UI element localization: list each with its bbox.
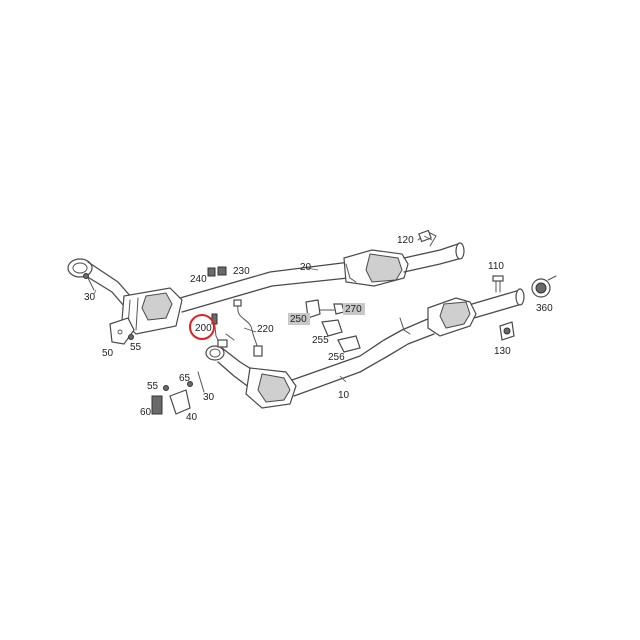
callout-10: 10 [338,390,350,401]
callout-20: 20 [300,262,312,273]
callout-55-left: 55 [130,342,142,353]
callout-labels: 10 20 30 30 40 50 55 55 60 65 110 120 13… [84,235,553,423]
callout-230: 230 [233,266,250,277]
bolt-270 [333,303,345,315]
nut-55-lower [163,385,169,391]
callout-50: 50 [102,348,114,359]
callout-65: 65 [179,373,191,384]
nut-55-left [128,334,134,340]
rubber-ring-130 [499,321,515,341]
highlight-circle-200 [189,314,215,340]
callout-55-lower: 55 [147,381,159,392]
callout-270-box [343,303,365,315]
gasket-60 [151,395,163,415]
clamp-230 [217,266,227,276]
callout-200: 200 [195,323,212,334]
bolt-30-lower [197,371,205,393]
hanger-110 [492,275,504,293]
front-flange-right [205,345,225,361]
callout-255: 255 [312,335,329,346]
oxygen-sensor-220 [217,299,263,357]
callout-240: 240 [190,274,207,285]
front-flange-left [67,258,93,278]
callout-256: 256 [328,352,345,363]
callout-250: 250 [290,314,307,325]
callout-30-lower: 30 [203,392,215,403]
callout-130: 130 [494,346,511,357]
callout-220: 220 [257,324,274,335]
callout-360: 360 [536,303,553,314]
callout-30-left: 30 [84,292,96,303]
lower-exhaust-pipe [205,288,525,409]
callout-60: 60 [140,407,152,418]
washer-65 [187,381,193,387]
callout-250-box [288,313,310,325]
bracket-256 [337,335,361,353]
bracket-40 [169,389,191,415]
callout-270: 270 [345,304,362,315]
callout-120: 120 [397,235,414,246]
callout-40: 40 [186,412,198,423]
bolt-30-left [83,273,89,279]
clamp-240 [207,267,216,277]
callout-110: 110 [488,261,504,272]
bracket-255 [321,319,343,337]
rubber-mount-360 [531,275,557,298]
